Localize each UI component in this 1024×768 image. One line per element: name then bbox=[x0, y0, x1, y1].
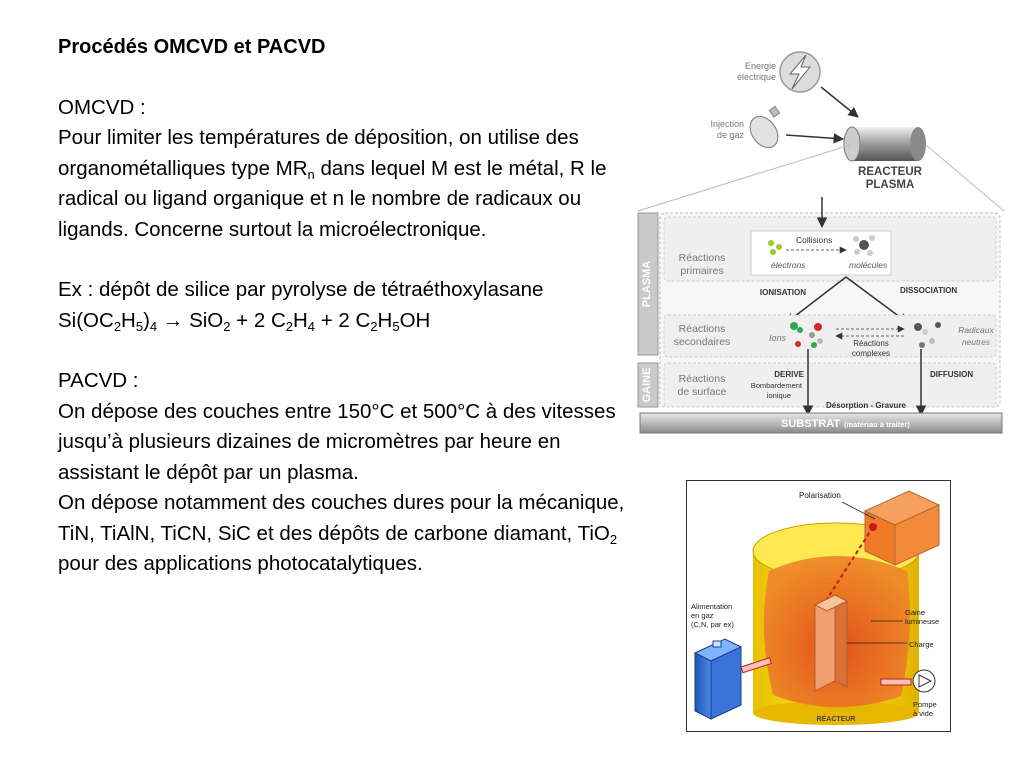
bombardement-label-1: Bombardement bbox=[751, 381, 803, 390]
reactions-secondaires-2: secondaires bbox=[674, 336, 731, 348]
molecule-icon bbox=[853, 235, 875, 256]
pacvd-heading: PACVD : bbox=[58, 369, 139, 392]
energie-label-1: Energie bbox=[745, 61, 776, 71]
pompe-label-2: à vide bbox=[913, 709, 933, 718]
ions-label: Ions bbox=[769, 333, 787, 343]
reactions-primaires-1: Réactions bbox=[679, 252, 726, 264]
gaine-label-1: Gaine bbox=[905, 608, 925, 617]
injection-label-2: de gaz bbox=[717, 130, 745, 140]
desorption-label: Désorption - Gravure bbox=[826, 401, 907, 410]
dissociation-label: DISSOCIATION bbox=[900, 286, 957, 295]
electrons-label: électrons bbox=[771, 260, 806, 270]
polarisation-label: Polarisation bbox=[799, 491, 841, 500]
reacteur-label-1: REACTEUR bbox=[858, 166, 923, 178]
reacteur-base-label: RÉACTEUR bbox=[817, 714, 856, 723]
ionisation-label: IONISATION bbox=[760, 288, 806, 297]
omcvd-paragraph: Pour limiter les températures de déposit… bbox=[58, 123, 628, 245]
molecules-label: molécules bbox=[849, 260, 888, 270]
pacvd-reactor-figure: Polarisation Alimentation en gaz (C,N, p… bbox=[686, 480, 951, 732]
arrow-icon: → bbox=[157, 308, 190, 332]
omcvd-text-b: dans lequel M est le métal, R le radical… bbox=[58, 156, 607, 241]
reactions-complexes-1: Réactions bbox=[853, 339, 889, 348]
plasma-side-label: PLASMA bbox=[641, 261, 653, 308]
reactions-surface-1: Réactions bbox=[679, 373, 726, 385]
bombardement-label-2: ionique bbox=[767, 391, 791, 400]
injection-label-1: Injection bbox=[710, 119, 744, 129]
gaine-label-2: lumineuse bbox=[905, 617, 939, 626]
example-label: Ex : dépôt de silice par pyrolyse de tét… bbox=[58, 278, 544, 301]
reacteur-label-2: PLASMA bbox=[866, 179, 915, 191]
collisions-label: Collisions bbox=[796, 235, 832, 245]
substrat-bar bbox=[639, 412, 1003, 434]
omcvd-text-a: Pour limiter les températures de déposit… bbox=[58, 126, 579, 180]
lightning-icon bbox=[779, 51, 821, 93]
pacvd-paragraph-1: On dépose des couches entre 150°C et 500… bbox=[58, 399, 616, 484]
chemical-equation: Si(OC2H5)4 → SiO2 + 2 C2H4 + 2 C2H5OH bbox=[58, 308, 431, 334]
plasma-process-diagram: Energie électrique Injection de gaz REAC… bbox=[637, 51, 1005, 434]
pacvd-paragraph-2: On dépose notamment des couches dures po… bbox=[58, 491, 625, 575]
alimentation-label-3: (C,N, par ex) bbox=[691, 620, 734, 629]
reactor-illustration: Polarisation Alimentation en gaz (C,N, p… bbox=[691, 490, 941, 725]
radicaux-label-1: Radicaux bbox=[958, 325, 994, 335]
reactions-primaires-2: primaires bbox=[680, 265, 723, 277]
alimentation-label-2: en gaz bbox=[691, 611, 714, 620]
gas-bottle-icon bbox=[749, 105, 781, 149]
omcvd-heading: OMCVD : bbox=[58, 95, 146, 119]
gaine-side-label: GAINE bbox=[641, 368, 653, 403]
pompe-label-1: Pompe bbox=[913, 700, 937, 709]
ions-molecules-icon bbox=[790, 322, 823, 348]
slide-text: Procédés OMCVD et PACVD OMCVD : Pour lim… bbox=[58, 32, 628, 580]
reactions-secondaires-1: Réactions bbox=[679, 323, 726, 335]
derive-label: DERIVE bbox=[774, 370, 804, 379]
substrat-label: SUBSTRAT bbox=[781, 418, 840, 430]
alimentation-label-1: Alimentation bbox=[691, 602, 732, 611]
reactions-complexes-2: complexes bbox=[852, 349, 890, 358]
substrat-sublabel: (matériau à traiter) bbox=[844, 420, 910, 429]
radicals-icon bbox=[914, 322, 941, 348]
energie-label-2: électrique bbox=[737, 72, 776, 82]
charge-label: Charge bbox=[909, 640, 934, 649]
slide-title: Procédés OMCVD et PACVD bbox=[58, 36, 326, 58]
diffusion-label: DIFFUSION bbox=[930, 370, 973, 379]
omcvd-sub: n bbox=[307, 166, 315, 182]
reactions-surface-2: de surface bbox=[677, 386, 726, 398]
radicaux-label-2: neutres bbox=[962, 337, 991, 347]
reactor-cylinder bbox=[843, 126, 926, 162]
